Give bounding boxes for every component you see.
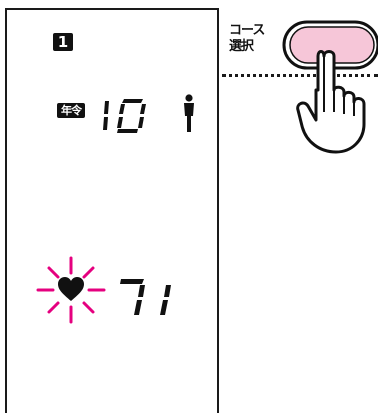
course-select-button-graphic[interactable] — [278, 16, 378, 156]
person-icon — [181, 94, 197, 134]
age-value-digits — [99, 98, 163, 134]
course-select-button[interactable] — [278, 16, 378, 160]
course-select-label: コース 選択 — [229, 23, 265, 55]
pulse-value-digits — [120, 277, 180, 319]
age-label-badge: 年令 — [57, 103, 85, 118]
course-select-label-line1: コース — [229, 23, 265, 39]
course-select-label-line2: 選択 — [229, 39, 265, 55]
heart-icon — [36, 255, 106, 325]
lcd-display-panel: 1 年令 — [5, 8, 219, 413]
course-number-badge: 1 — [53, 33, 73, 51]
